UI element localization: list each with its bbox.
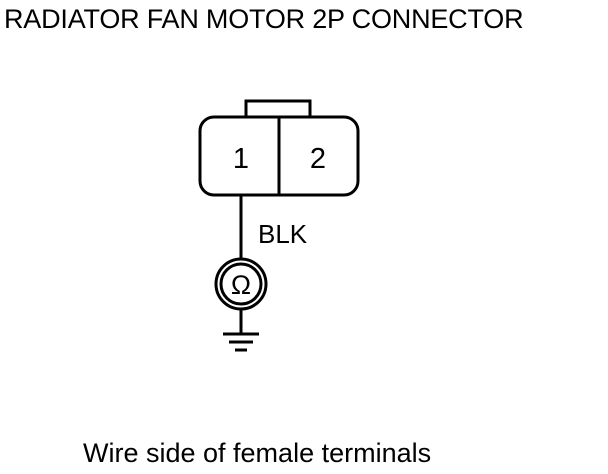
terminal-1-label: 1 <box>233 143 249 175</box>
ohmmeter-icon: Ω <box>214 257 268 311</box>
ohm-symbol: Ω <box>231 270 251 300</box>
diagram-title: RADIATOR FAN MOTOR 2P CONNECTOR <box>4 4 524 34</box>
connector-lock-tab <box>244 99 312 120</box>
ground-icon <box>223 332 259 352</box>
diagram-caption: Wire side of female terminals <box>83 438 432 468</box>
terminal-2-label: 2 <box>310 143 326 175</box>
wire-color-label: BLK <box>258 219 308 249</box>
